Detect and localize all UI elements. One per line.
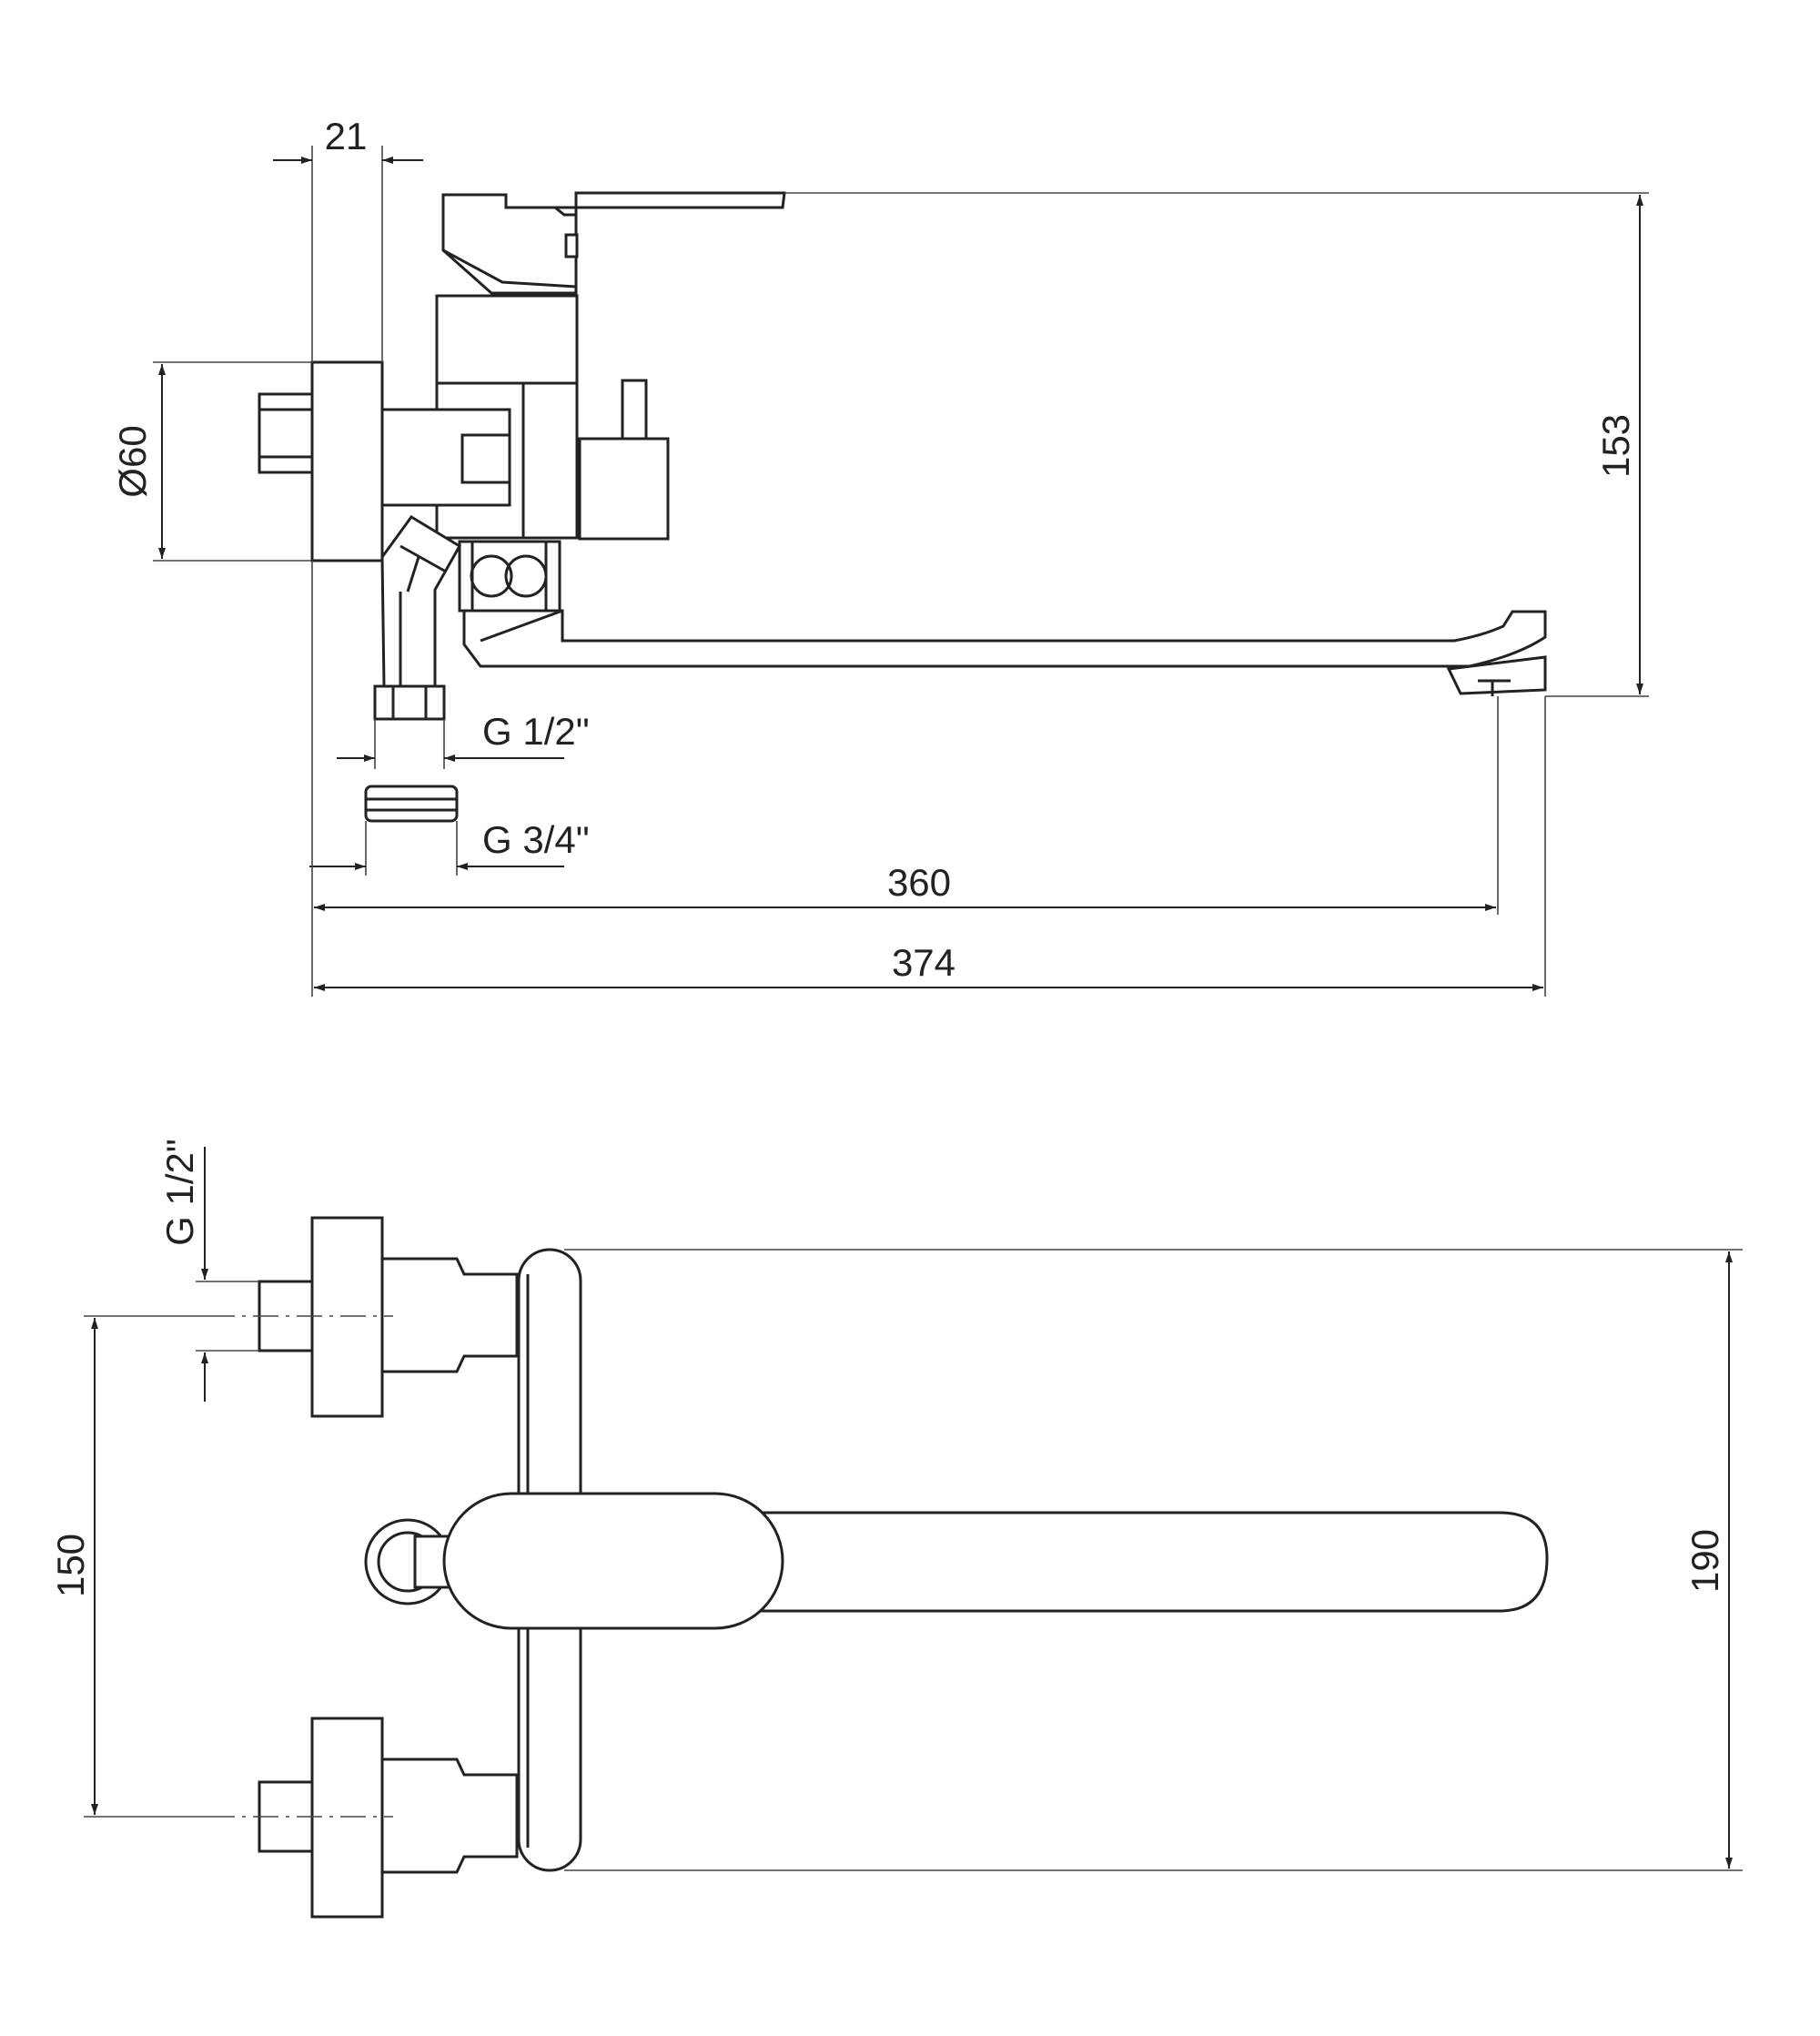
dim-inlet-thread: G 1/2" [482, 710, 590, 753]
lower-flange [310, 1717, 384, 1919]
outlet-nut-half-inch [373, 684, 446, 721]
dim-spout-reach: 360 [887, 861, 951, 904]
spout [462, 609, 1547, 668]
dim-inlet-spacing: 150 [49, 1534, 92, 1597]
dim-flange-depth: 21 [325, 115, 368, 157]
dim-inlet-thread-top: G 1/2" [158, 1139, 201, 1246]
dim-height: 153 [1594, 414, 1637, 478]
diverter-knob-body [578, 437, 670, 541]
aerator [1446, 655, 1547, 695]
dim-depth: 190 [1684, 1529, 1726, 1593]
spout-top [744, 1511, 1549, 1613]
mixer-body-column [435, 294, 579, 385]
connector-three-quarter [364, 785, 459, 823]
dim-flange-diameter: Ø60 [111, 425, 154, 497]
diverter-knob-pin [621, 379, 648, 441]
dim-connector-thread: G 3/4" [482, 818, 590, 861]
upper-eccentric [380, 1257, 519, 1373]
lever-handle [441, 191, 786, 295]
wall-flange [310, 360, 384, 562]
hose-outlet-elbow [380, 515, 462, 688]
lever-cap-top [442, 1492, 784, 1630]
lower-eccentric [380, 1757, 519, 1874]
top-view: G 1/2" 150 190 [49, 1139, 1743, 1919]
upper-flange [310, 1216, 384, 1418]
side-view: 21 Ø60 153 G 1/2" G 3/4" 360 374 [111, 115, 1649, 997]
dim-total-length: 374 [892, 941, 956, 984]
eccentric-stub [258, 392, 314, 474]
